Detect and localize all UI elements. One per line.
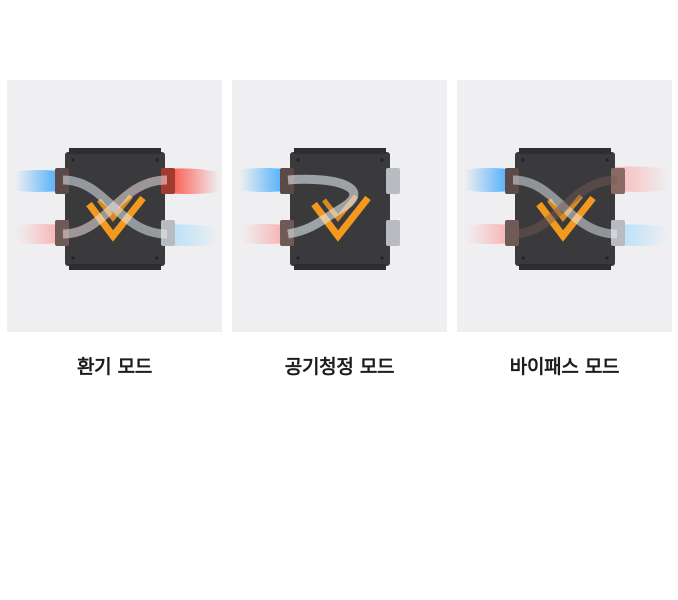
air-purification-mode-image bbox=[232, 80, 447, 332]
erv-unit-bypass-illustration bbox=[457, 80, 672, 332]
erv-unit-cross-flow-illustration bbox=[7, 80, 222, 332]
heat-exchanger-core bbox=[86, 195, 146, 242]
ventilation-mode-image bbox=[7, 80, 222, 332]
erv-unit-recirculation-illustration bbox=[232, 80, 447, 332]
bypass-mode-label: 바이패스 모드 bbox=[509, 356, 620, 378]
heat-exchanger-core bbox=[536, 195, 596, 242]
ventilation-mode-label: 환기 모드 bbox=[76, 356, 153, 378]
heat-exchanger-core bbox=[311, 195, 371, 242]
bypass-mode-image bbox=[457, 80, 672, 332]
air-purification-mode-label: 공기청정 모드 bbox=[284, 356, 395, 378]
